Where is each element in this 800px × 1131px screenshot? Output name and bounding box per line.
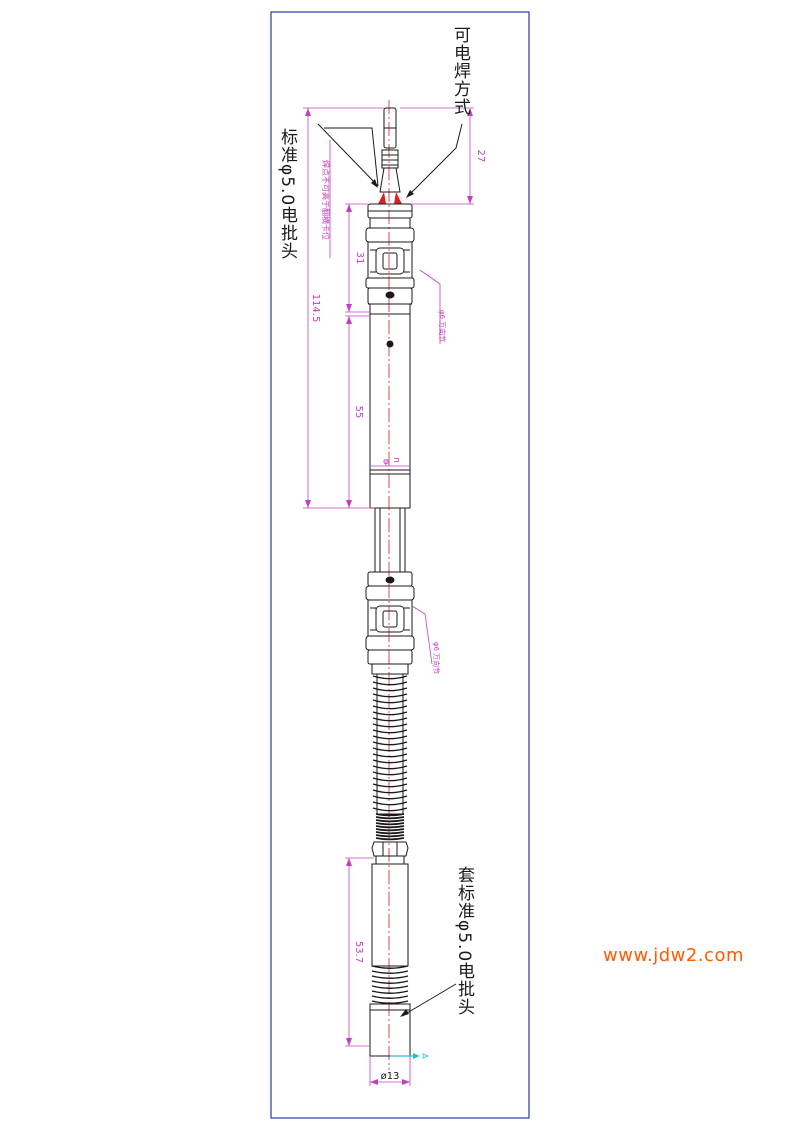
weld-point-left <box>378 192 386 204</box>
spring-coil <box>371 985 409 989</box>
spring-coil <box>375 816 405 820</box>
spring-coil <box>372 747 408 752</box>
dim-53-text: 53.7 <box>353 941 364 963</box>
spring-coil <box>375 831 405 835</box>
dim-shaft-dia-symbol: φ <box>383 457 389 467</box>
hex-nut <box>371 841 409 857</box>
section-mark-letter: A <box>420 1053 429 1059</box>
lower-spring <box>371 965 409 1004</box>
spring-coil <box>371 970 409 974</box>
weldable-method-label: 可电焊方式 <box>450 26 470 116</box>
upper-joint-body <box>367 241 413 279</box>
dim-shaft-n-text: n <box>391 457 401 463</box>
spring-coil <box>371 1000 409 1004</box>
spring-coil <box>372 741 408 746</box>
dim-31-text: 31 <box>354 252 365 265</box>
spring-coil <box>371 975 409 979</box>
spring-coil <box>372 759 408 764</box>
joint-leader-2 <box>411 605 433 665</box>
spring-coil <box>372 753 408 758</box>
spring-coil <box>372 807 408 812</box>
spring-coil <box>372 699 408 704</box>
spring-coil <box>372 795 408 800</box>
spring-coil <box>372 717 408 722</box>
spring-coil <box>371 990 409 994</box>
spring-coil <box>375 822 405 826</box>
sleeve-bit-leader <box>401 983 457 1017</box>
spring-coil <box>372 789 408 794</box>
spring-coil <box>375 825 405 829</box>
spring-coil <box>371 995 409 999</box>
spring-coil <box>372 723 408 728</box>
spring-coil <box>372 771 408 776</box>
spring-coil <box>372 681 408 686</box>
spring-coil <box>372 705 408 710</box>
spring-coil <box>372 675 408 680</box>
drawing-frame <box>270 11 530 1119</box>
spring-coil <box>372 765 408 770</box>
spring-coil <box>371 965 409 969</box>
callout-leaders <box>317 123 463 1017</box>
lower-joint-body <box>367 599 413 637</box>
spring-coil <box>371 980 409 984</box>
dimension-arrows <box>305 108 473 1085</box>
spring-coil <box>375 834 405 838</box>
dense-spring <box>375 813 405 841</box>
dim-27-text: 27 <box>475 150 486 163</box>
standard-bit-label: 标准φ5.0电批头 <box>277 128 297 261</box>
spring-coil <box>372 801 408 806</box>
joint-leader-1 <box>419 269 441 344</box>
joint-note-2-text: φ6 万向节 <box>432 642 441 674</box>
callout-arrowheads <box>371 179 414 1017</box>
spring-coil <box>375 837 405 841</box>
weld-point-right <box>394 192 402 204</box>
spring-coil <box>372 783 408 788</box>
site-watermark: www.jdw2.com <box>603 945 744 966</box>
dim-114-text: 114.5 <box>310 294 321 323</box>
shaft-assembly <box>365 107 415 1057</box>
weldable-leader <box>407 123 463 197</box>
standard-bit-leader <box>317 123 379 187</box>
bit-sleeve <box>371 863 409 967</box>
spring-coil <box>372 735 408 740</box>
dim-55-text: 55 <box>353 406 364 419</box>
dim-13-text: ø13 <box>381 1071 400 1082</box>
bit-neck <box>379 167 401 193</box>
dimension-lines <box>303 107 474 1086</box>
joint-note-1-text: φ6 万向节 <box>438 310 447 342</box>
spring-core <box>376 673 404 815</box>
spring-coil <box>372 711 408 716</box>
spring-coil <box>375 813 405 817</box>
spring-coil <box>372 687 408 692</box>
weld-note-text: 焊点不可高于翻横卡位 <box>321 160 331 240</box>
spring-coil <box>372 777 408 782</box>
section-mark <box>390 1053 420 1059</box>
spring-coil <box>372 729 408 734</box>
spring-coil <box>375 828 405 832</box>
sleeve-standard-bit-label: 套标准φ5.0电批头 <box>454 866 474 1017</box>
spring-coil <box>375 819 405 823</box>
upper-spring <box>372 675 408 812</box>
spring-coil <box>372 693 408 698</box>
